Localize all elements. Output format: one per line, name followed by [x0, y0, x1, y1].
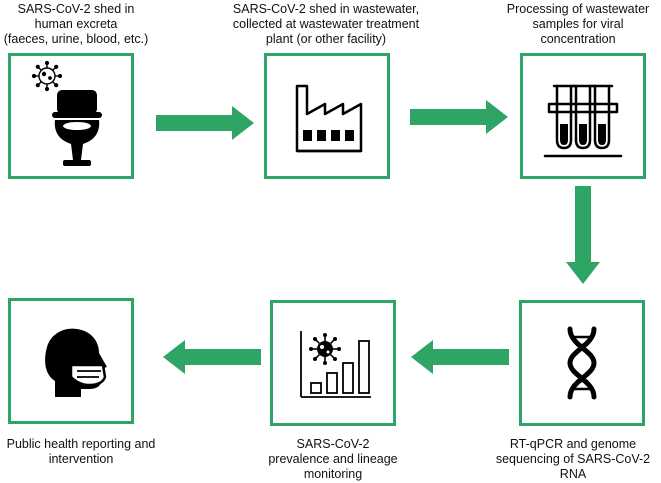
arrow-step4-to-step5 — [411, 340, 509, 374]
arrow-step3-to-step4 — [566, 186, 600, 284]
test-tubes-icon — [543, 84, 623, 158]
step-6-caption: Public health reporting and intervention — [6, 437, 156, 466]
step-6-box — [8, 298, 134, 424]
arrow-step5-to-step6 — [163, 340, 261, 374]
step-4-box — [519, 300, 645, 426]
step-1-caption: SARS-CoV-2 shed in human excreta (faeces… — [3, 2, 149, 46]
step-2-box — [264, 53, 390, 179]
step-3-caption: Processing of wastewater samples for vir… — [506, 2, 650, 46]
arrow-step1-to-step2 — [156, 106, 254, 140]
step-4-caption: RT-qPCR and genome sequencing of SARS-Co… — [495, 437, 651, 481]
step-2-caption: SARS-CoV-2 shed in wastewater, collected… — [232, 2, 420, 46]
masked-person-icon — [45, 328, 107, 397]
factory-icon — [295, 84, 363, 153]
step-3-box — [520, 53, 646, 179]
toilet-virus-icon — [31, 60, 102, 166]
step-5-caption: SARS-CoV-2 prevalence and lineage monito… — [268, 437, 398, 481]
dna-icon — [567, 326, 597, 400]
arrow-step2-to-step3 — [410, 100, 508, 134]
step-1-box — [8, 53, 134, 179]
step-5-box — [270, 300, 396, 426]
virus-bar-chart-icon — [300, 331, 371, 398]
